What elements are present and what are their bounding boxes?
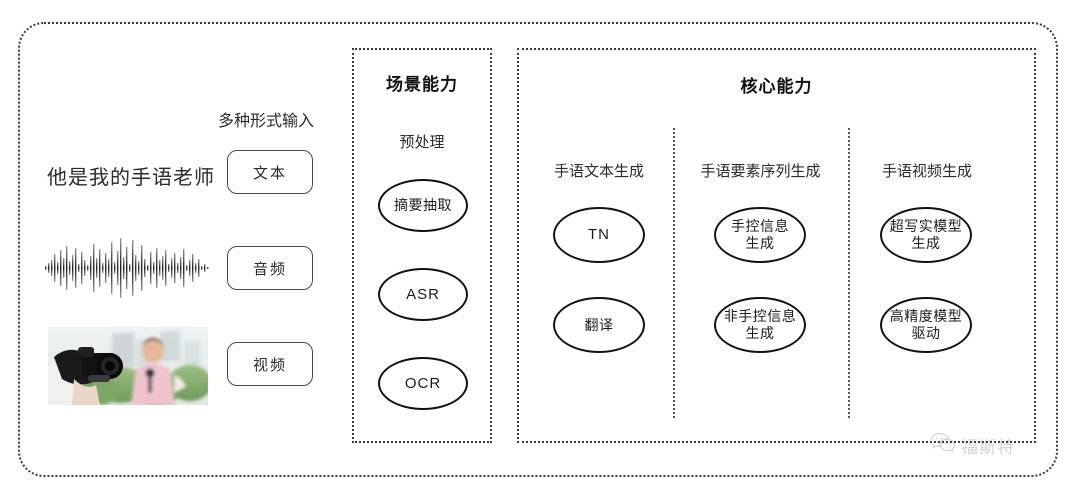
scene-node-summary-extraction[interactable]: 摘要抽取 xyxy=(378,179,468,232)
core-capability-panel: 核心能力 xyxy=(517,48,1036,443)
core-node-tn[interactable]: TN xyxy=(553,207,645,263)
core-node-manual-information-generation-label: 手控信息 生成 xyxy=(731,218,789,251)
outer-frame xyxy=(18,22,1058,477)
core-node-translation-label: 翻译 xyxy=(584,316,614,333)
core-node-non-manual-information-generation[interactable]: 非手控信息 生成 xyxy=(714,297,806,353)
audio-waveform-icon xyxy=(44,236,212,300)
scene-node-asr-label: ASR xyxy=(406,285,440,303)
input-chip-video[interactable]: 视频 xyxy=(227,342,313,386)
input-chip-text[interactable]: 文本 xyxy=(227,150,313,194)
core-node-hyper-realistic-model-generation[interactable]: 超写实模型 生成 xyxy=(880,207,972,263)
core-capability-title: 核心能力 xyxy=(740,77,813,96)
core-node-translation[interactable]: 翻译 xyxy=(553,297,645,353)
scene-capability-title: 场景能力 xyxy=(386,75,458,94)
core-column-label-sign-text-generation: 手语文本生成 xyxy=(553,163,644,180)
scene-node-asr[interactable]: ASR xyxy=(378,268,468,321)
core-column-divider-2 xyxy=(848,128,850,418)
sample-input-text: 他是我的手语老师 xyxy=(47,167,215,189)
input-section-heading: 多种形式输入 xyxy=(218,113,315,130)
input-chip-audio[interactable]: 音频 xyxy=(227,246,313,290)
scene-node-summary-extraction-label: 摘要抽取 xyxy=(394,197,452,214)
scene-node-ocr-label: OCR xyxy=(404,374,442,392)
input-chip-video-label: 视频 xyxy=(252,356,287,374)
video-thumbnail xyxy=(48,327,208,405)
core-column-label-sign-element-sequence-generation: 手语要素序列生成 xyxy=(700,163,821,180)
scene-capability-panel: 场景能力 xyxy=(352,48,492,443)
core-node-non-manual-information-generation-label: 非手控信息 生成 xyxy=(723,308,797,341)
core-column-label-sign-video-generation: 手语视频生成 xyxy=(881,163,972,180)
scene-node-ocr[interactable]: OCR xyxy=(378,357,468,410)
core-column-divider-1 xyxy=(673,128,675,418)
scene-group-label-preprocess: 预处理 xyxy=(399,134,445,151)
core-node-tn-label: TN xyxy=(588,226,610,244)
core-node-high-precision-model-driving[interactable]: 高精度模型 驱动 xyxy=(880,297,972,353)
core-node-hyper-realistic-model-generation-label: 超写实模型 生成 xyxy=(889,218,963,251)
core-node-high-precision-model-driving-label: 高精度模型 驱动 xyxy=(889,308,963,341)
core-node-manual-information-generation[interactable]: 手控信息 生成 xyxy=(714,207,806,263)
input-chip-audio-label: 音频 xyxy=(252,260,287,278)
input-chip-text-label: 文本 xyxy=(252,164,287,182)
